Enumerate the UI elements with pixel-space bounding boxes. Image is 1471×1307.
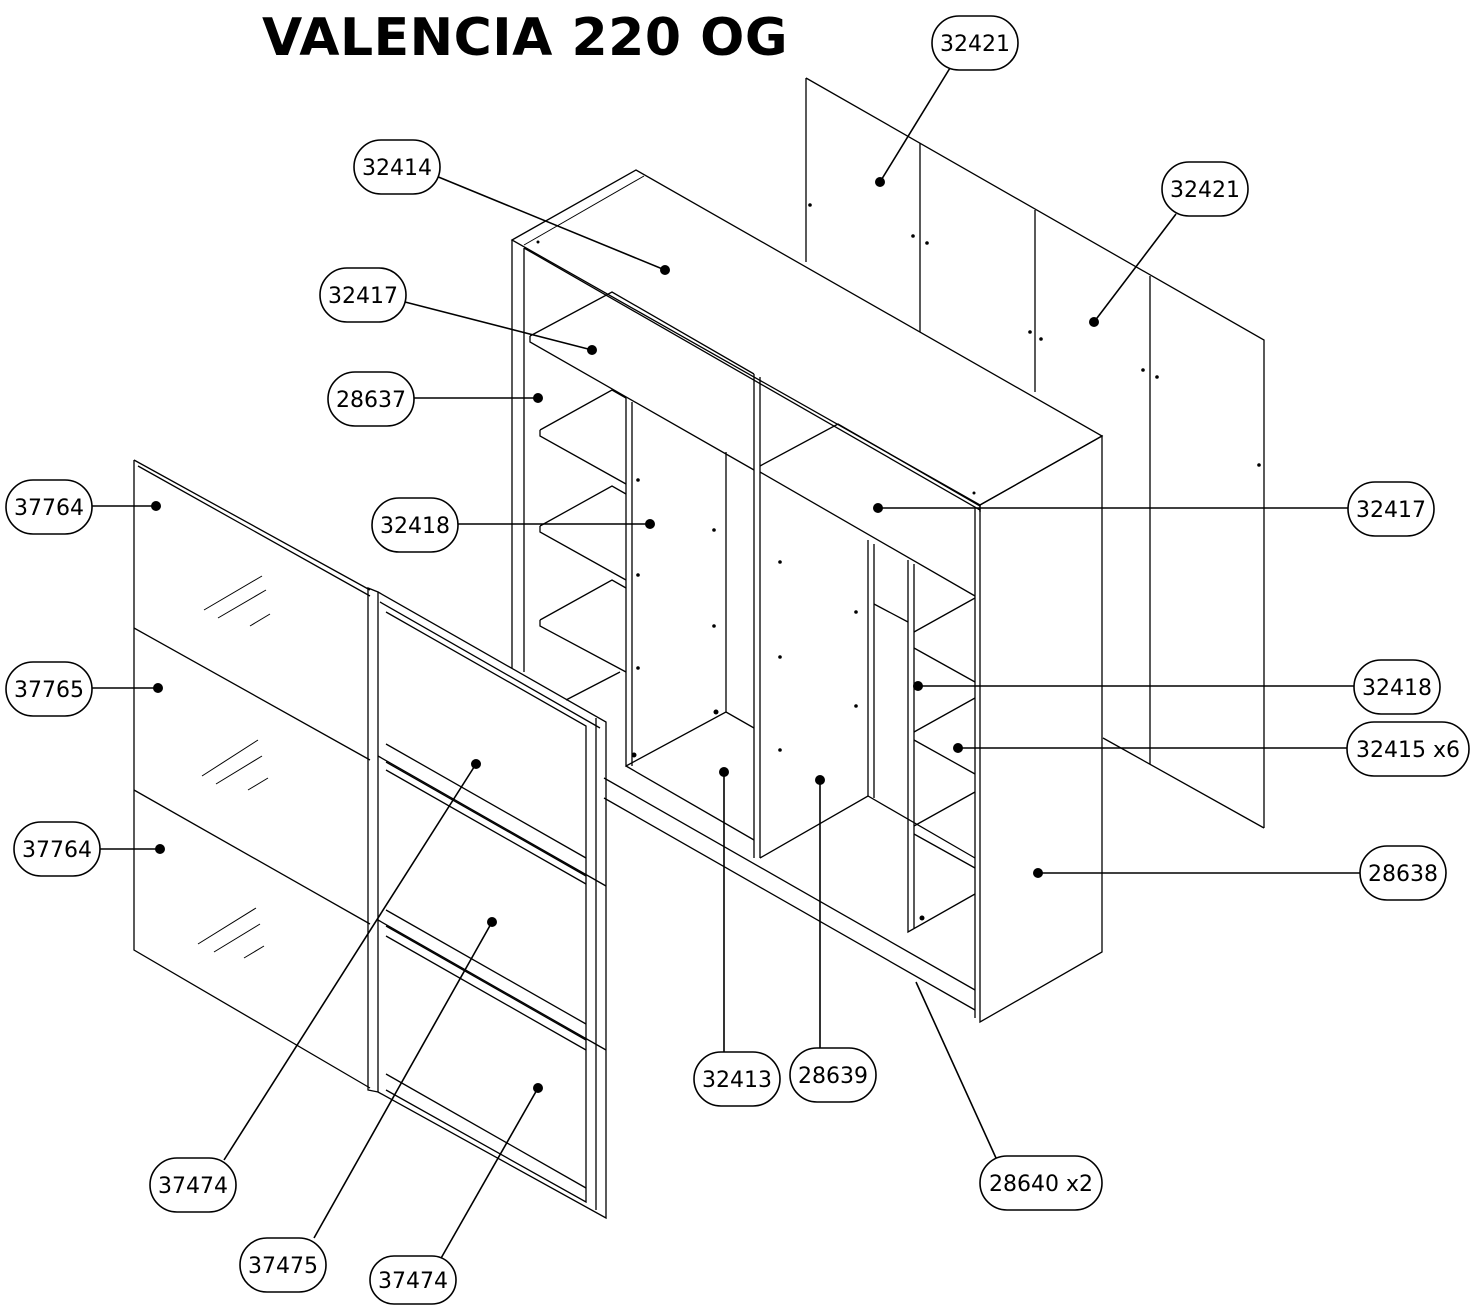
back-panels [805,77,1265,829]
callout-label: 37475 [248,1254,318,1279]
diagram-title: VALENCIA 220 OG [262,8,789,68]
callout-label: 37764 [14,496,84,521]
callout-28640: 28640 x2 [979,1155,1103,1211]
leader-dots [151,177,1099,1093]
callout-label: 28640 x2 [989,1172,1093,1197]
callout-label: 28638 [1368,862,1438,887]
callout-label: 32418 [380,514,450,539]
callout-37474-bottom: 37474 [369,1255,457,1305]
callout-label: 28637 [336,388,406,413]
callout-28639: 28639 [789,1047,877,1103]
callout-37475: 37475 [239,1237,327,1293]
callout-32415: 32415 x6 [1346,721,1470,777]
callout-32414: 32414 [353,139,441,195]
callout-label: 28639 [798,1064,868,1089]
callout-37765: 37765 [5,661,93,717]
callout-37764-top: 37764 [5,479,93,535]
callout-32418-right: 32418 [1353,659,1441,715]
callout-37764-bottom: 37764 [13,821,101,877]
callout-37474-top: 37474 [149,1157,237,1213]
callout-label: 37474 [158,1174,228,1199]
glass-door [133,459,371,1089]
callout-label: 32413 [702,1068,772,1093]
callout-32421-top: 32421 [931,15,1019,71]
leader-lines [90,67,1362,1261]
callout-label: 37765 [14,678,84,703]
callout-32417-top: 32417 [319,267,407,323]
callout-label: 32414 [362,156,432,181]
callout-label: 32421 [940,32,1010,57]
callout-label: 32415 x6 [1356,738,1460,763]
callout-label: 32418 [1362,676,1432,701]
callout-label: 32417 [1356,498,1426,523]
callout-32417-right: 32417 [1347,481,1435,537]
callout-label: 37764 [22,838,92,863]
callout-label: 32417 [328,284,398,309]
callout-28638: 28638 [1359,845,1447,901]
callout-32418-left: 32418 [371,497,459,553]
callout-28637: 28637 [327,371,415,427]
callout-32421-right: 32421 [1161,161,1249,217]
callout-32413: 32413 [693,1051,781,1107]
wardrobe-carcass [510,169,1104,1024]
callout-label: 37474 [378,1269,448,1294]
framed-door [367,587,607,1220]
callout-label: 32421 [1170,178,1240,203]
